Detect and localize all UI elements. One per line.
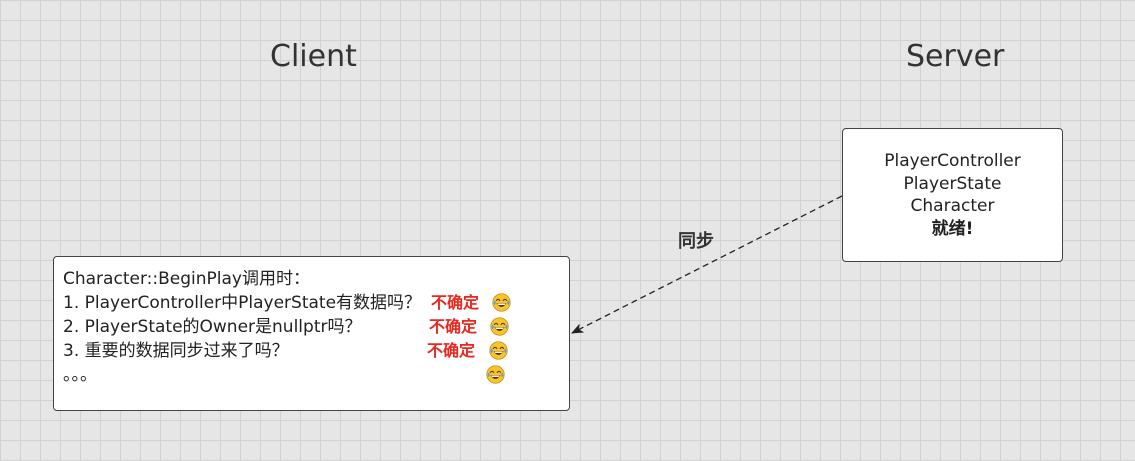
server-title: Server xyxy=(906,39,1005,74)
sync-arrow-line xyxy=(571,195,843,334)
client-item: 1. PlayerController中PlayerState有数据吗？ 不确定 xyxy=(63,291,569,315)
client-header: Character::BeginPlay调用时： xyxy=(63,267,569,291)
client-item-text: 1. PlayerController中PlayerState有数据吗？ xyxy=(63,293,422,313)
client-item: 3. 重要的数据同步过来了吗？ 不确定 xyxy=(63,339,569,363)
client-header-text: Character::BeginPlay调用时： xyxy=(63,269,310,289)
client-item: 2. PlayerState的Owner是nullptr吗？ 不确定 xyxy=(63,315,569,339)
tears-of-joy-icon xyxy=(492,293,511,312)
tears-of-joy-icon xyxy=(490,317,509,336)
server-line-playercontroller: PlayerController xyxy=(884,151,1021,171)
client-box[interactable]: Character::BeginPlay调用时： 1. PlayerContro… xyxy=(53,256,570,411)
tears-of-joy-icon xyxy=(489,341,508,360)
client-item-text: 2. PlayerState的Owner是nullptr吗？ xyxy=(63,317,362,337)
client-ellipsis-line: 。。。 xyxy=(63,363,569,387)
uncertain-tag: 不确定 xyxy=(429,317,478,336)
client-ellipsis: 。。。 xyxy=(63,365,97,385)
client-item-text: 3. 重要的数据同步过来了吗？ xyxy=(63,341,289,361)
tears-of-joy-icon xyxy=(486,365,505,384)
client-title: Client xyxy=(270,39,357,74)
uncertain-tag: 不确定 xyxy=(431,293,480,312)
uncertain-tag: 不确定 xyxy=(427,341,476,360)
server-box[interactable]: PlayerController PlayerState Character 就… xyxy=(842,128,1063,262)
server-line-playerstate: PlayerState xyxy=(903,173,1002,194)
server-ready-label: 就绪! xyxy=(931,218,974,239)
sync-label: 同步 xyxy=(678,231,714,252)
server-line-character: Character xyxy=(910,196,995,216)
